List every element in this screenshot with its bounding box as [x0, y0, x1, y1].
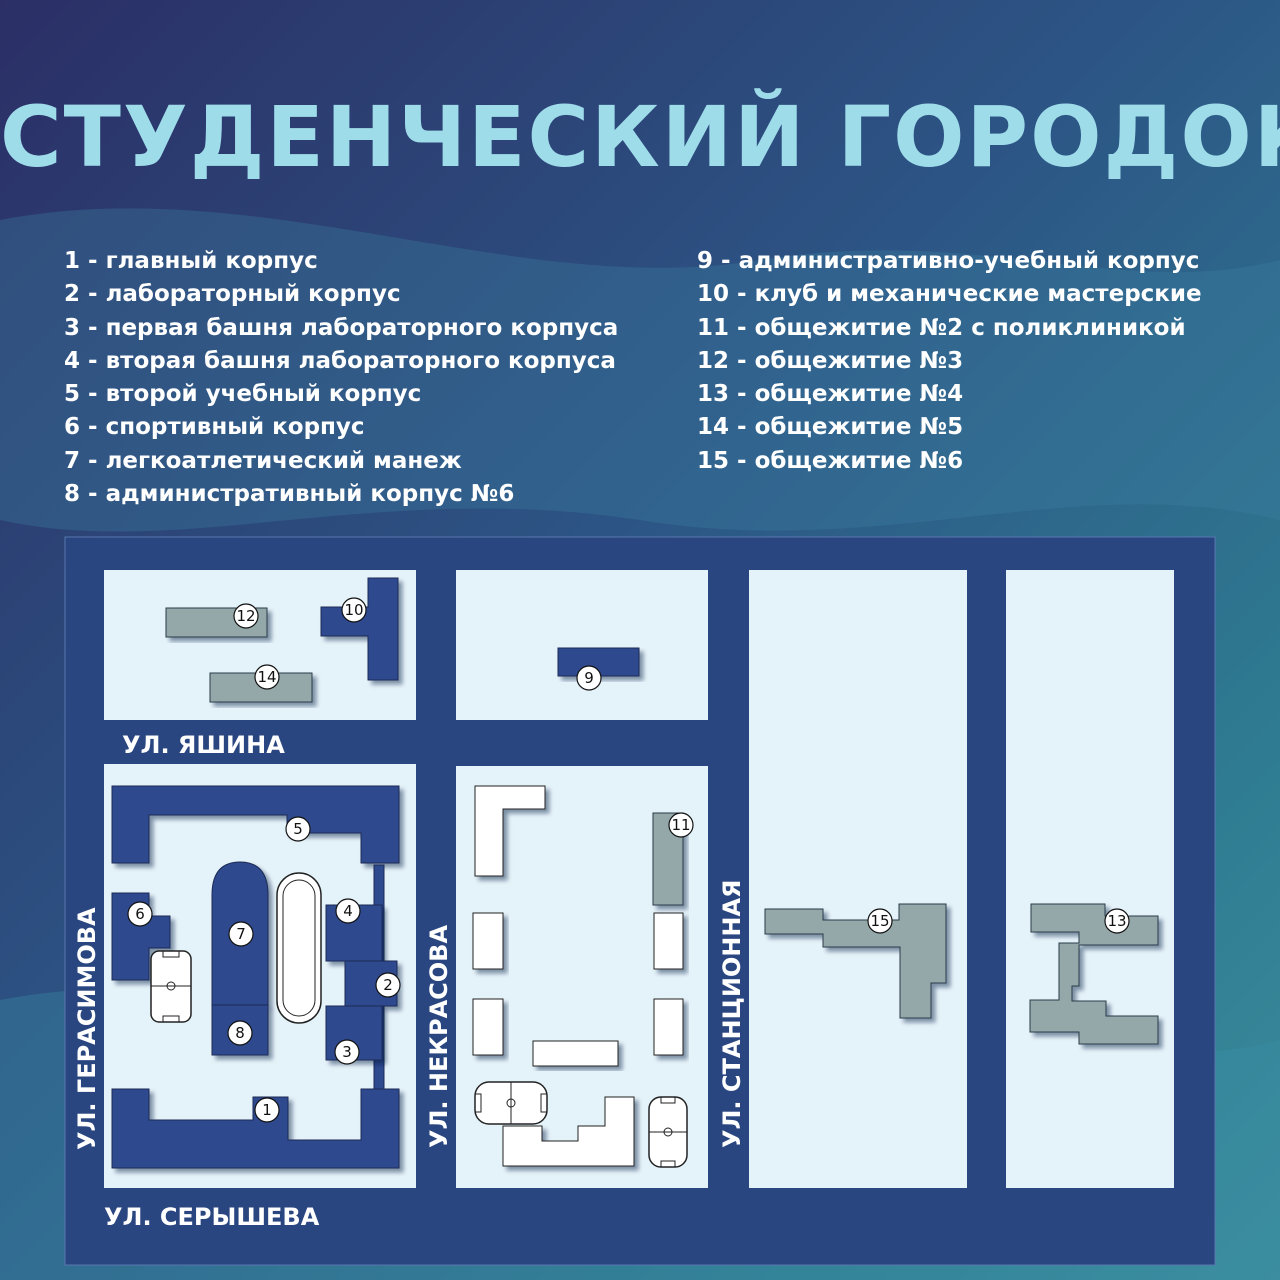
legend-item: 8 - административный корпус №6 [64, 481, 515, 508]
svg-text:6: 6 [135, 905, 145, 923]
city-block [456, 570, 708, 720]
legend-item: 7 - легкоатлетический манеж [64, 447, 462, 474]
legend-item: 15 - общежитие №6 [697, 447, 964, 474]
svg-text:10: 10 [344, 601, 363, 619]
legend-item: 11 - общежитие №2 с поликлиникой [697, 314, 1186, 341]
legend-item: 5 - второй учебный корпус [64, 381, 422, 408]
building-8 [211, 1004, 269, 1056]
marker-1: 1 [254, 1097, 280, 1123]
legend-item: 1 - главный корпус [64, 248, 318, 274]
marker-8: 8 [227, 1020, 253, 1046]
legend-item: 3 - первая башня лабораторного корпуса [64, 314, 619, 341]
marker-3: 3 [334, 1039, 360, 1065]
street-label-serysheva: УЛ. СЕРЫШЕВА [104, 1203, 320, 1231]
svg-text:8: 8 [235, 1024, 245, 1042]
building-small [653, 998, 684, 1056]
marker-11: 11 [668, 812, 694, 838]
building-1 [111, 1088, 400, 1169]
street-label-yashina: УЛ. ЯШИНА [122, 731, 285, 759]
street-label-gerasimova: УЛ. ГЕРАСИМОВА [73, 907, 101, 1150]
svg-text:15: 15 [870, 912, 889, 930]
building-l-shape [474, 785, 546, 877]
legend-item: 10 - клуб и механические мастерские [697, 281, 1202, 308]
svg-text:9: 9 [584, 669, 594, 687]
page-title: СТУДЕНЧЕСКИЙ ГОРОДОК [0, 88, 1280, 186]
marker-12: 12 [233, 603, 259, 629]
svg-text:5: 5 [293, 820, 303, 838]
street-label-stantsionnaya: УЛ. СТАНЦИОННАЯ [718, 879, 746, 1148]
marker-14: 14 [254, 664, 280, 690]
legend-item: 12 - общежитие №3 [697, 347, 964, 374]
running-track [276, 872, 322, 1024]
legend-item: 14 - общежитие №5 [697, 414, 964, 441]
building-small [472, 998, 504, 1056]
svg-text:4: 4 [343, 902, 353, 920]
legend-item: 6 - спортивный корпус [64, 414, 365, 441]
svg-text:11: 11 [671, 816, 690, 834]
building-small [472, 912, 504, 970]
legend-right: 9 - административно-учебный корпус 10 - … [697, 245, 1202, 478]
marker-9: 9 [576, 665, 602, 691]
building-6 [111, 892, 171, 981]
legend-item: 9 - административно-учебный корпус [697, 248, 1200, 274]
building-13 [1029, 903, 1159, 1045]
legend-item: 2 - лабораторный корпус [64, 281, 401, 308]
svg-text:1: 1 [262, 1101, 272, 1119]
legend-item: 13 - общежитие №4 [697, 381, 964, 408]
marker-5: 5 [285, 816, 311, 842]
sports-field [150, 950, 192, 1023]
legend-item: 4 - вторая башня лабораторного корпуса [64, 347, 616, 374]
legend-left: 1 - главный корпус 2 - лабораторный корп… [64, 245, 618, 511]
svg-text:14: 14 [257, 668, 276, 686]
svg-text:2: 2 [383, 976, 393, 994]
svg-text:13: 13 [1107, 912, 1126, 930]
city-block [1006, 570, 1174, 1188]
running-track-inner [282, 879, 316, 1017]
building-11 [652, 812, 684, 906]
building-long [532, 1040, 619, 1067]
marker-2: 2 [375, 972, 401, 998]
svg-text:3: 3 [342, 1043, 352, 1061]
marker-4: 4 [335, 898, 361, 924]
sports-field [648, 1096, 688, 1168]
building-15 [764, 903, 947, 1019]
marker-7: 7 [228, 921, 254, 947]
marker-13: 13 [1104, 908, 1130, 934]
city-block [749, 570, 967, 1188]
building-e-shape [502, 1096, 635, 1167]
svg-text:7: 7 [236, 925, 246, 943]
svg-text:12: 12 [236, 607, 255, 625]
marker-15: 15 [867, 908, 893, 934]
street-label-nekrasova: УЛ. НЕКРАСОВА [425, 925, 453, 1148]
marker-6: 6 [127, 901, 153, 927]
sports-field [474, 1081, 548, 1125]
marker-10: 10 [341, 597, 367, 623]
building-small [653, 912, 684, 970]
building-10 [320, 577, 399, 681]
